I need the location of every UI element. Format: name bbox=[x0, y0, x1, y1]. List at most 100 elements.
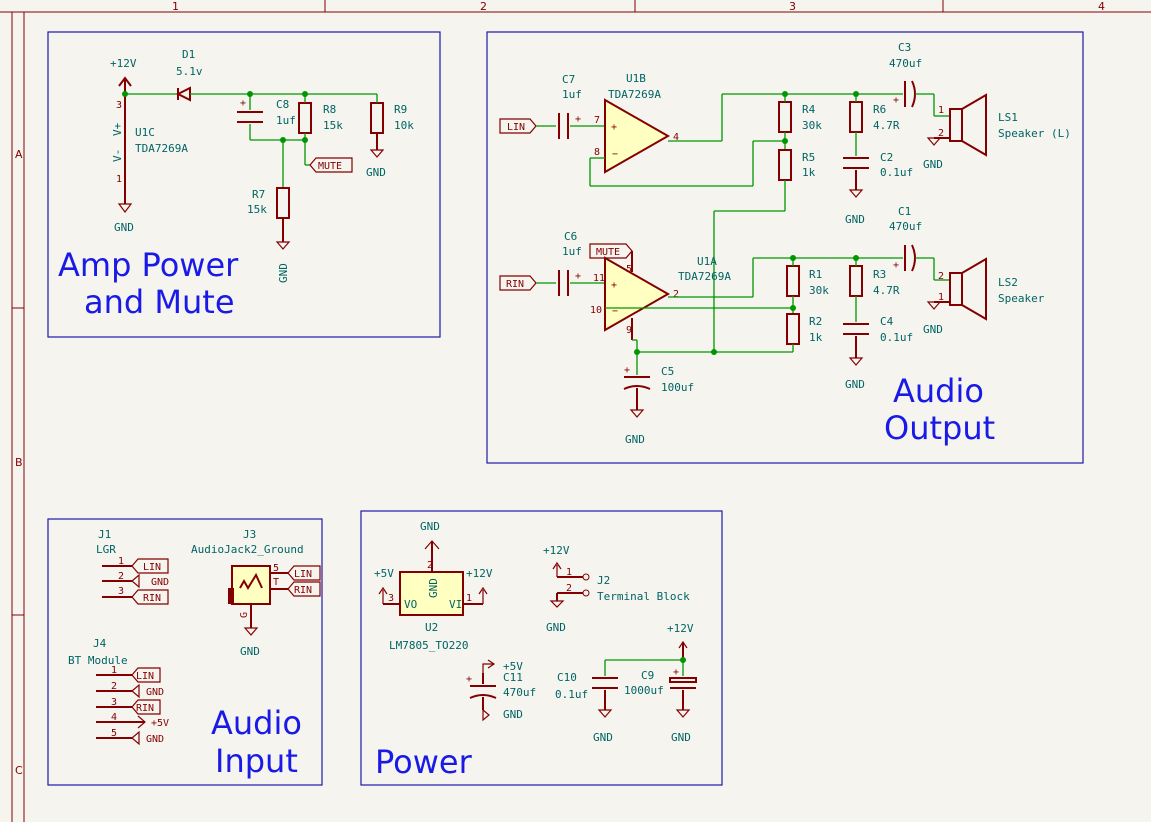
r9-ref: R9 bbox=[394, 103, 407, 116]
vplus-label: V+ bbox=[111, 122, 124, 136]
pin-number: 7 bbox=[594, 115, 600, 126]
audio-input-section bbox=[47, 518, 323, 786]
u2-value: LM7805_TO220 bbox=[389, 639, 468, 652]
svg-text:3: 3 bbox=[118, 586, 124, 597]
p12v-label: +12V bbox=[543, 544, 570, 557]
d1-ref: D1 bbox=[182, 48, 195, 61]
svg-text:2: 2 bbox=[111, 681, 117, 692]
c6-ref: C6 bbox=[564, 230, 577, 243]
gnd-label: GND bbox=[671, 731, 691, 744]
pin-number: 5 bbox=[626, 264, 632, 275]
pin-number: 10 bbox=[590, 305, 602, 316]
c10-value: 0.1uf bbox=[555, 688, 588, 701]
pin-number: 4 bbox=[673, 132, 679, 143]
r7-ref: R7 bbox=[252, 188, 265, 201]
svg-text:+: + bbox=[611, 280, 617, 291]
c4-ref: C4 bbox=[880, 315, 894, 328]
u2-pin-vi: VI bbox=[449, 598, 462, 611]
gnd-label: GND bbox=[146, 734, 164, 745]
power-block: GND 2 GND VO VI 3 1 +5V +12V U2 LM7805_T… bbox=[374, 520, 697, 744]
audio-input-block: J1 LGR 1 2 3 LIN GND RIN J3 AudioJack2_G… bbox=[68, 528, 321, 746]
c11-value: 470uf bbox=[503, 686, 536, 699]
row-label: B bbox=[15, 456, 23, 469]
power-section bbox=[360, 510, 723, 786]
svg-text:+: + bbox=[624, 365, 630, 376]
svg-text:+: + bbox=[893, 260, 899, 271]
j3-value: AudioJack2_Ground bbox=[191, 543, 304, 556]
audio-output-section bbox=[486, 31, 1084, 464]
c4-value: 0.1uf bbox=[880, 331, 913, 344]
j4-value: BT Module bbox=[68, 654, 128, 667]
net-label-12v: +12V bbox=[110, 57, 137, 70]
svg-text:5: 5 bbox=[273, 563, 279, 574]
rin-label: RIN bbox=[294, 585, 312, 596]
p5v-label: +5V bbox=[151, 718, 169, 729]
c7-value: 1uf bbox=[562, 88, 582, 101]
amp-power-title-line1: Amp Power bbox=[58, 246, 239, 284]
svg-text:+: + bbox=[575, 114, 581, 125]
svg-text:1: 1 bbox=[111, 665, 117, 676]
pin-number: 1 bbox=[116, 174, 122, 185]
svg-text:+: + bbox=[611, 122, 617, 133]
ls1-ref: LS1 bbox=[998, 111, 1018, 124]
svg-text:+: + bbox=[240, 98, 246, 109]
c7-ref: C7 bbox=[562, 73, 575, 86]
u1b-ref: U1B bbox=[626, 72, 646, 85]
c9-value: 1000uf bbox=[624, 684, 664, 697]
c8-value: 1uf bbox=[276, 114, 296, 127]
r1-value: 30k bbox=[809, 284, 829, 297]
r4-ref: R4 bbox=[802, 103, 816, 116]
pin-number: 2 bbox=[938, 271, 944, 282]
p12v-label: +12V bbox=[466, 567, 493, 580]
u1c-ref: U1C bbox=[135, 126, 155, 139]
u1b-value: TDA7269A bbox=[608, 88, 661, 101]
j3-pin-t: T bbox=[273, 577, 279, 588]
pin-number: 2 bbox=[938, 128, 944, 139]
c10-ref: C10 bbox=[557, 671, 577, 684]
lin-label: LIN bbox=[143, 562, 161, 573]
r4-value: 30k bbox=[802, 119, 822, 132]
j1-ref: J1 bbox=[98, 528, 111, 541]
j4-ref: J4 bbox=[93, 637, 107, 650]
svg-text:+: + bbox=[893, 95, 899, 106]
amp-power-title-line2: and Mute bbox=[84, 283, 235, 321]
audio-input-title-line2: Input bbox=[215, 742, 298, 780]
p5v-label: +5V bbox=[374, 567, 394, 580]
column-label: 3 bbox=[789, 0, 796, 13]
rin-label: RIN bbox=[143, 593, 161, 604]
u2-pin-vo: VO bbox=[404, 598, 417, 611]
r5-ref: R5 bbox=[802, 151, 815, 164]
amp-power-block: +12V 3 1 V+ V- U1C TDA7269A GND D1 5.1v … bbox=[110, 48, 414, 283]
row-label: A bbox=[15, 148, 23, 161]
gnd-label: GND bbox=[240, 645, 260, 658]
pin-number: 2 bbox=[673, 289, 679, 300]
c2-value: 0.1uf bbox=[880, 166, 913, 179]
mute-label: MUTE bbox=[596, 247, 620, 258]
column-label: 1 bbox=[172, 0, 179, 13]
d1-value: 5.1v bbox=[176, 65, 203, 78]
gnd-label: GND bbox=[151, 577, 169, 588]
svg-text:1: 1 bbox=[566, 567, 572, 578]
audio-output-block: LIN + C7 1uf + − 7 8 4 U1B TDA7269A R4 bbox=[499, 41, 1071, 446]
c9-ref: C9 bbox=[641, 669, 654, 682]
pin-number: 11 bbox=[593, 273, 605, 284]
gnd-label: GND bbox=[625, 433, 645, 446]
c2-ref: C2 bbox=[880, 151, 893, 164]
row-label: C bbox=[15, 764, 23, 777]
r8-ref: R8 bbox=[323, 103, 336, 116]
gnd-label: GND bbox=[146, 687, 164, 698]
ls1-value: Speaker (L) bbox=[998, 127, 1071, 140]
ls2-ref: LS2 bbox=[998, 276, 1018, 289]
pin-number: 9 bbox=[626, 325, 632, 336]
mute-label: MUTE bbox=[318, 161, 342, 172]
c5-value: 100uf bbox=[661, 381, 694, 394]
u2-pin-gnd: GND bbox=[427, 578, 440, 598]
r1-ref: R1 bbox=[809, 268, 822, 281]
svg-text:1: 1 bbox=[118, 556, 124, 567]
pin-number: 1 bbox=[938, 292, 944, 303]
r6-ref: R6 bbox=[873, 103, 886, 116]
column-label: 4 bbox=[1098, 0, 1105, 13]
svg-text:3: 3 bbox=[111, 697, 117, 708]
pin-number: 3 bbox=[116, 100, 122, 111]
